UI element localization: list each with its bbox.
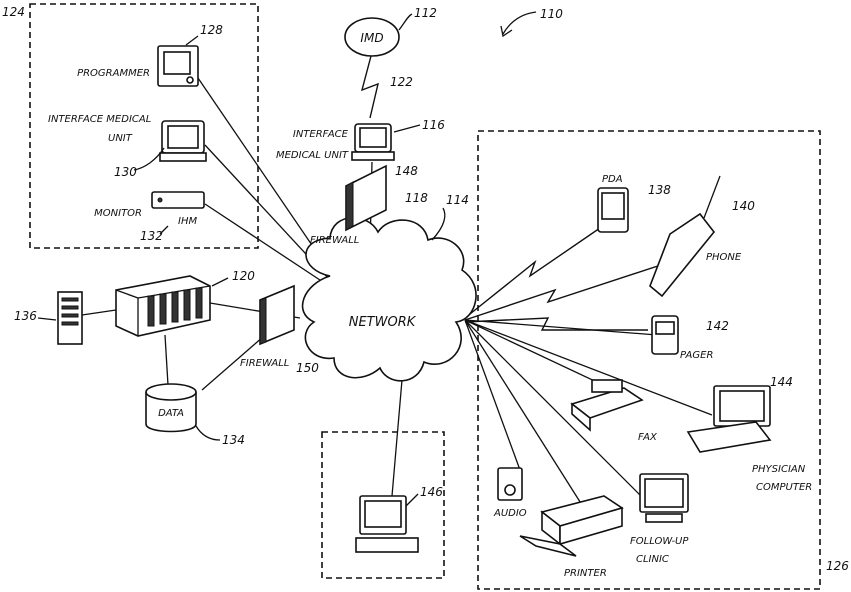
pda-label: PDA (602, 174, 623, 185)
follow-up-clinic-computer (640, 474, 688, 522)
link-ref: 122 (390, 75, 413, 89)
interface-top-ref: 116 (422, 118, 445, 132)
clinic-label-2: CLINIC (636, 554, 669, 565)
wireless-link-phone (465, 262, 670, 320)
clinic-box-ref: 124 (2, 5, 25, 19)
imd-ref: 112 (414, 6, 437, 20)
firewall-top-board-ref: 148 (395, 164, 418, 178)
audio-label: AUDIO (493, 508, 527, 519)
pda-device (598, 188, 628, 232)
tower-ref: 136 (14, 309, 37, 323)
figure-ref: 110 (540, 7, 563, 21)
figure-arrow-icon (503, 12, 536, 34)
data-ref: 134 (222, 433, 245, 447)
monitor-ref: 132 (140, 229, 163, 243)
audio-device (498, 468, 522, 500)
monitor-ihm-device (152, 192, 204, 208)
imd-device: IMD (345, 18, 399, 56)
pager-label: PAGER (680, 350, 713, 361)
programmer-ref: 128 (200, 23, 223, 37)
physician-ref: 144 (770, 375, 793, 389)
firewall-top-ref: 118 (405, 191, 428, 205)
network-label: NETWORK (349, 315, 417, 330)
pager-ref: 142 (706, 319, 729, 333)
interface-medical-unit-clinic (160, 121, 206, 161)
programmer-device (158, 46, 198, 86)
remote-computer (356, 496, 418, 552)
firewall-left-label: FIREWALL (240, 358, 289, 369)
programmer-label: PROGRAMMER (77, 68, 150, 79)
fax-label: FAX (638, 432, 658, 443)
interface-clinic-ref: 130 (114, 165, 137, 179)
server-rack (116, 276, 210, 336)
devices-box-ref: 126 (826, 559, 849, 573)
data-store: DATA (146, 384, 196, 432)
physician-label-1: PHYSICIAN (752, 464, 806, 475)
pda-ref: 138 (648, 183, 671, 197)
firewall-left-ref: 150 (296, 361, 319, 375)
interface-clinic-label-2: UNIT (108, 133, 133, 144)
clinic-label-1: FOLLOW-UP (630, 536, 689, 547)
physician-label-2: COMPUTER (756, 482, 812, 493)
remote-pc-ref: 146 (420, 485, 443, 499)
wireless-link-pager (465, 318, 648, 330)
printer-device (520, 496, 622, 556)
pager-device (652, 316, 678, 354)
fax-device (572, 380, 642, 430)
server-ref: 120 (232, 269, 255, 283)
network-ref: 114 (446, 193, 469, 207)
monitor-label: MONITOR (94, 208, 142, 219)
interface-medical-unit-top (352, 124, 394, 160)
firewall-left (260, 286, 294, 344)
interface-clinic-label-1: INTERFACE MEDICAL (48, 114, 151, 125)
imd-label: IMD (360, 31, 383, 45)
firewall-top-label: FIREWALL (310, 235, 359, 246)
phone-ref: 140 (732, 199, 755, 213)
ihm-label: IHM (178, 216, 197, 227)
interface-top-label-2: MEDICAL UNIT (276, 150, 349, 161)
data-label: DATA (158, 408, 184, 419)
wireless-link-pda (465, 228, 600, 318)
wireless-link-imd (362, 56, 378, 118)
clinic-group-box (30, 4, 258, 248)
phone-label: PHONE (706, 252, 742, 263)
interface-top-label-1: INTERFACE (293, 129, 349, 140)
physician-computer (688, 386, 770, 452)
printer-label: PRINTER (564, 568, 607, 579)
tower-computer (58, 292, 82, 344)
firewall-top (346, 166, 386, 230)
